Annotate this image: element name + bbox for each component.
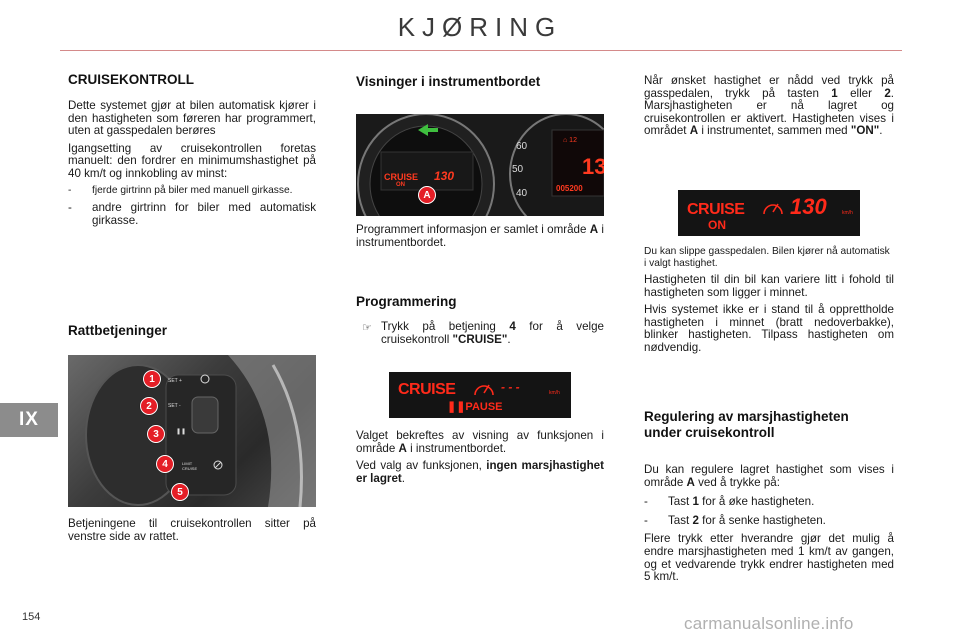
area-a-badge: A xyxy=(418,186,436,204)
list-item: - andre girtrinn for biler med automatis… xyxy=(68,201,316,227)
repeated-press-text: Flere trykk etter hverandre gjør det mul… xyxy=(644,532,894,584)
cruise-pause-display: CRUISE ❚❚PAUSE - - - km/h xyxy=(389,372,571,418)
confirmation-text: Valget bekreftes av visning av funksjone… xyxy=(356,429,604,455)
cluster-big-digit: 13 xyxy=(582,154,604,179)
speedometer-icon xyxy=(763,203,783,215)
section-heading-programmering: Programmering xyxy=(356,294,457,309)
section-heading-regulering: Regulering av marsjhastigheten under cru… xyxy=(644,409,849,440)
column-1: CRUISEKONTROLL Dette systemet gjør at bi… xyxy=(68,72,316,227)
svg-text:LIMIT: LIMIT xyxy=(182,461,193,466)
lcd-pause-word: ❚❚PAUSE xyxy=(447,401,503,413)
lcd-on-word: ON xyxy=(708,218,726,232)
control-badge-3: 3 xyxy=(147,425,165,443)
svg-text:CRUISE: CRUISE xyxy=(182,466,197,471)
page-title: KJØRING xyxy=(397,12,563,42)
intro-paragraph: Dette systemet gjør at bilen automatisk … xyxy=(68,99,316,138)
speed-variation-text: Hastigheten til din bil kan variere litt… xyxy=(644,273,894,299)
instrument-cluster-photo: 60 50 40 ⌂ 12 CRUISE ON 130 13 005200 A xyxy=(356,114,604,216)
lcd-unit: km/h xyxy=(549,390,560,396)
cluster-odometer: 005200 xyxy=(556,184,583,193)
control-badge-4: 4 xyxy=(156,455,174,473)
no-speed-stored-text: Ved valg av funksjonen, ingen marsjhasti… xyxy=(356,459,604,485)
cruise-on-display: CRUISE ON 130 km/h xyxy=(678,190,860,236)
cluster-caption: Programmert informasjon er samlet i områ… xyxy=(356,223,605,249)
activation-steps-text: Når ønsket hastighet er nådd ved trykk p… xyxy=(644,74,895,138)
lcd-cruise-word: CRUISE xyxy=(398,381,456,398)
cluster-on-text: ON xyxy=(396,182,405,188)
gear-requirements-list: - fjerde girtrinn på biler med manuell g… xyxy=(68,185,316,228)
controls-caption: Betjeningene til cruisekontrollen sitter… xyxy=(68,517,316,543)
steering-controls-photo: SET + SET - ❚❚ LIMIT CRUISE 1 2 3 4 5 xyxy=(68,355,316,507)
chapter-tab: IX xyxy=(0,403,58,437)
cluster-cruise-text: CRUISE xyxy=(384,172,419,182)
svg-text:60: 60 xyxy=(516,141,528,152)
svg-text:❚❚: ❚❚ xyxy=(176,428,186,435)
activation-paragraph: Igangsetting av cruisekontrollen foretas… xyxy=(68,141,316,180)
page-number: 154 xyxy=(22,611,41,623)
list-item: - fjerde girtrinn på biler med manuell g… xyxy=(68,184,293,196)
watermark: carmanualsonline.info xyxy=(684,614,854,633)
speed-blink-text: Hvis systemet ikke er i stand til å oppr… xyxy=(644,303,894,354)
section-heading-rattbetjeninger: Rattbetjeninger xyxy=(68,323,168,338)
svg-text:⌂ 12: ⌂ 12 xyxy=(563,137,577,144)
steering-controls-illustration: SET + SET - ❚❚ LIMIT CRUISE xyxy=(85,355,316,507)
adjust-speed-text: Du kan regulere lagret hastighet som vis… xyxy=(644,463,894,489)
speed-variation-block: Hastigheten til din bil kan variere litt… xyxy=(644,273,894,355)
pointing-hand-icon: ☞ xyxy=(362,322,372,334)
programming-instruction: ☞ Trykk på betjening 4 for å velge cruis… xyxy=(356,320,604,346)
control-badge-5: 5 xyxy=(171,483,189,501)
section-heading-visninger: Visninger i instrumentbordet xyxy=(356,74,541,89)
svg-text:SET +: SET + xyxy=(168,378,182,384)
lcd-unit: km/h xyxy=(842,210,853,216)
release-pedal-note: Du kan slippe gasspedalen. Bilen kjører … xyxy=(644,246,890,269)
speedometer-icon xyxy=(474,384,494,396)
programming-text: Trykk på betjening 4 for å velge cruisek… xyxy=(381,320,604,346)
control-badge-2: 2 xyxy=(140,397,158,415)
list-item: - Tast 2 for å senke hastigheten. xyxy=(644,513,826,527)
adjust-keys-list: - Tast 1 for å øke hastigheten. - Tast 2… xyxy=(644,495,894,527)
lcd-speed-value: 130 xyxy=(790,194,827,219)
control-badge-1: 1 xyxy=(143,370,161,388)
confirmation-block: Valget bekreftes av visning av funksjone… xyxy=(356,429,604,485)
svg-text:SET -: SET - xyxy=(168,403,181,409)
adjust-speed-block: Du kan regulere lagret hastighet som vis… xyxy=(644,463,894,584)
lcd-cruise-word: CRUISE xyxy=(687,201,745,218)
section-heading-cruisekontroll: CRUISEKONTROLL xyxy=(68,72,194,87)
lcd-dashes: - - - xyxy=(501,380,520,394)
svg-text:50: 50 xyxy=(512,164,524,175)
instrument-cluster-illustration: 60 50 40 ⌂ 12 xyxy=(357,114,604,216)
cluster-speed-text: 130 xyxy=(434,169,455,183)
svg-text:40: 40 xyxy=(516,188,528,199)
list-item: - Tast 1 for å øke hastigheten. xyxy=(644,495,815,509)
header-divider xyxy=(60,50,902,51)
